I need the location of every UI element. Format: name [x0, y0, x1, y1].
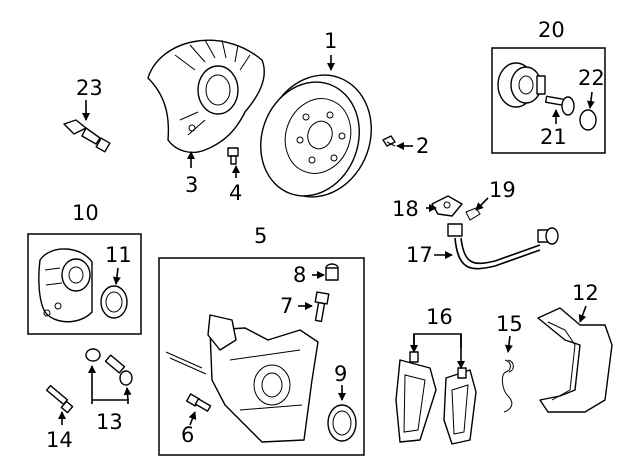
brake-rotor [260, 74, 372, 198]
brake-pad-outer [443, 367, 477, 445]
guide-pin-bushing [85, 348, 101, 362]
parking-motor-box [27, 233, 142, 335]
callout-16: 16 [426, 305, 453, 329]
guide-pin [104, 354, 133, 386]
caliper-assembly-box [158, 257, 365, 456]
brake-pad-inner [395, 351, 437, 443]
callout-13: 13 [96, 410, 123, 434]
hose-clip [465, 207, 481, 221]
parking-brake-motor [38, 248, 93, 323]
motor-seal-ring [100, 285, 128, 319]
callout-1: 1 [324, 29, 337, 53]
callout-14: 14 [46, 428, 73, 452]
callout-10: 10 [72, 201, 99, 225]
callout-20: 20 [538, 18, 565, 42]
callout-11: 11 [105, 243, 132, 267]
piston-seal [327, 404, 357, 442]
callout-23: 23 [76, 76, 103, 100]
splash-shield [147, 39, 265, 154]
wear-sensor [63, 119, 111, 153]
callout-19: 19 [489, 178, 516, 202]
hub-kit-box [491, 47, 606, 154]
shield-bolt [227, 147, 239, 165]
callout-6: 6 [181, 423, 194, 447]
callout-5: 5 [254, 224, 267, 248]
caliper-bolt [185, 393, 212, 412]
callout-18: 18 [392, 197, 419, 221]
bleeder-cap [325, 263, 339, 281]
callout-3: 3 [185, 173, 198, 197]
callout-12: 12 [572, 281, 599, 305]
callout-7: 7 [280, 294, 293, 318]
callout-8: 8 [293, 263, 306, 287]
brake-caliper [165, 314, 319, 443]
wheel-hub [497, 62, 546, 108]
hose-bracket [431, 195, 463, 217]
hub-cap [579, 109, 597, 131]
brake-hose [447, 223, 559, 270]
dust-boot-pin [45, 384, 74, 414]
bleeder-screw [314, 291, 330, 323]
rotor-screw [382, 135, 396, 147]
callout-17: 17 [406, 243, 433, 267]
callout-15: 15 [496, 312, 523, 336]
hub-bolt [544, 95, 575, 116]
callout-21: 21 [540, 125, 567, 149]
callout-2: 2 [416, 134, 429, 158]
caliper-bracket [537, 307, 613, 413]
callout-9: 9 [334, 362, 347, 386]
pad-spring [501, 359, 514, 413]
callout-22: 22 [578, 66, 605, 90]
callout-4: 4 [229, 181, 242, 205]
